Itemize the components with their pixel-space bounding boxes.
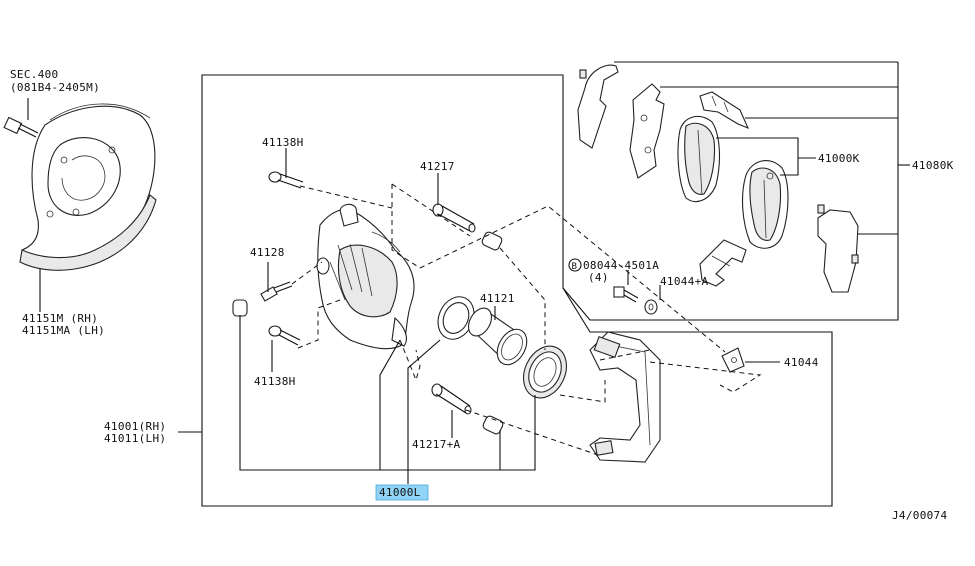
main-assembly-frame — [178, 74, 833, 507]
pad-kit-frame — [562, 61, 910, 321]
figure-id: J4/00074 — [892, 509, 947, 522]
bleeder-screw-part[interactable] — [260, 281, 293, 302]
guide-pin-bolt-top-part[interactable] — [268, 171, 304, 189]
bracket-bolt-part[interactable] — [613, 286, 639, 303]
brake-pad-inner-part[interactable] — [742, 159, 789, 249]
label-41138h-top[interactable]: 41138H — [262, 136, 304, 149]
label-41000k[interactable]: 41000K — [818, 152, 860, 165]
caliper-body-part[interactable] — [316, 203, 415, 350]
label-41000l[interactable]: 41000L — [379, 486, 421, 499]
piston-seal-part[interactable] — [431, 291, 480, 345]
highlight-box — [375, 484, 429, 501]
label-41217a[interactable]: 41217+A — [412, 438, 461, 451]
highlighted-part-41000l[interactable]: 41000L — [375, 484, 429, 501]
label-41217[interactable]: 41217 — [420, 160, 455, 173]
b-badge-letter: B — [572, 262, 578, 272]
dust-shield-part[interactable] — [19, 103, 157, 271]
shim-inner-rear-part[interactable] — [817, 204, 859, 293]
piston-part[interactable] — [464, 304, 533, 370]
label-41011[interactable]: 41011(LH) — [104, 432, 166, 445]
pin-boot-bottom-part[interactable] — [482, 415, 504, 435]
label-41044[interactable]: 41044 — [784, 356, 819, 369]
piston-boot-part[interactable] — [515, 339, 574, 405]
pad-wear-clip-part[interactable] — [699, 91, 750, 130]
label-41151ma[interactable]: 41151MA (LH) — [22, 324, 105, 337]
sec-ref-line1: SEC.400 — [10, 68, 58, 81]
pad-retainer-clip-part[interactable] — [699, 239, 747, 287]
guide-pin-top-part[interactable] — [432, 203, 476, 233]
b-badge-circle — [568, 258, 582, 272]
label-41128[interactable]: 41128 — [250, 246, 285, 259]
shim-inner-part[interactable] — [629, 83, 665, 179]
label-08044-group[interactable]: B 08044-4501A (4) — [568, 258, 659, 284]
caliper-bracket-part[interactable] — [589, 331, 661, 463]
brake-pad-outer-part[interactable] — [677, 115, 720, 203]
guide-pin-bottom-part[interactable] — [431, 383, 472, 415]
sec-ref-line2[interactable]: (081B4-2405M) — [10, 81, 100, 94]
label-41121[interactable]: 41121 — [480, 292, 515, 305]
assembly-dashed-lines — [291, 183, 762, 456]
leader-lines — [239, 137, 816, 484]
pin-boot-top-part[interactable] — [481, 231, 503, 251]
label-41151m[interactable]: 41151M (RH) — [22, 312, 98, 325]
label-08044[interactable]: 08044-4501A — [583, 259, 659, 272]
bleeder-cap-part[interactable] — [232, 299, 248, 317]
washer-part[interactable] — [644, 299, 658, 315]
shim-outer-part[interactable] — [577, 64, 619, 149]
label-41044a[interactable]: 41044+A — [660, 275, 709, 288]
guide-pin-bolt-bottom-part[interactable] — [268, 325, 301, 346]
label-41138h-bottom[interactable]: 41138H — [254, 375, 296, 388]
label-08044-qty: (4) — [588, 271, 609, 284]
label-41001[interactable]: 41001(RH) — [104, 420, 166, 433]
clip-41044-part[interactable] — [721, 347, 745, 373]
label-41080k[interactable]: 41080K — [912, 159, 954, 172]
shield-bolt-part[interactable] — [3, 116, 39, 138]
